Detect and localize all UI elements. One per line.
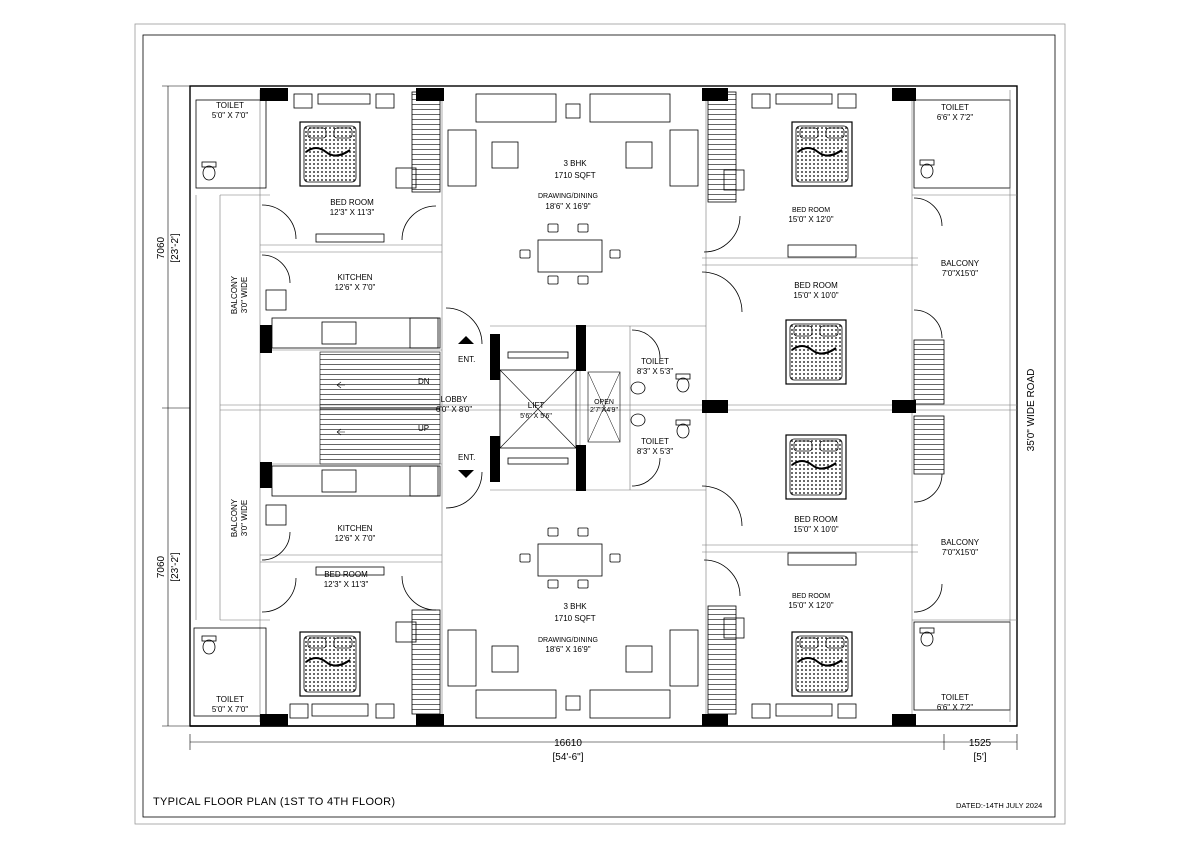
lift-size: 5'6" X 5'6"	[520, 413, 552, 420]
toilet-fixtures	[193, 99, 1011, 717]
toilet-tl-name: TOILET	[216, 101, 244, 110]
entry-arrow-top-icon	[458, 336, 474, 344]
living-furniture	[447, 93, 699, 719]
road-label: 35'0" WIDE ROAD	[1026, 369, 1037, 452]
flat-t-area: 1710 SQFT	[554, 171, 595, 180]
sheet-border-inner	[142, 34, 1056, 818]
label-text: BALCONY	[230, 498, 239, 537]
kitchen-b-name: KITCHEN	[337, 524, 372, 533]
bottom-dim-side: 1525	[969, 738, 992, 749]
balcony-left-top-label: BALCONY 3'0" WIDE	[230, 275, 249, 314]
label-text: 3'0" WIDE	[240, 500, 249, 536]
bed-bl-size: 12'3" X 11'3"	[324, 580, 369, 589]
left-dim-top: 7060 [23'-2']	[156, 233, 181, 263]
kitchen-t-size: 12'6" X 7'0"	[335, 283, 376, 292]
dimension-lines	[162, 85, 1018, 750]
stair-up-label: UP	[418, 424, 429, 433]
lift-name: LIFT	[528, 401, 545, 410]
door-swings	[261, 197, 943, 613]
toilet-bl-name: TOILET	[216, 695, 244, 704]
toilet-bl-size: 5'0" X 7'0"	[212, 705, 248, 714]
entry-label-top: ENT.	[458, 355, 475, 364]
left-dim-bottom: 7060 [23'-2']	[156, 552, 181, 582]
toilet-c-t-size: 8'3" X 5'3"	[637, 367, 673, 376]
kitchen-counters	[265, 289, 441, 526]
label-text: 35'0" WIDE ROAD	[1026, 369, 1037, 452]
entry-arrow-bottom-icon	[458, 470, 474, 478]
balcony-r-b-name: BALCONY	[941, 538, 980, 547]
open-name: OPEN	[594, 399, 614, 406]
label-text: BALCONY	[230, 275, 239, 314]
bottom-dim-main: 16610	[554, 738, 582, 749]
bed-bl-name: BED ROOM	[324, 570, 368, 579]
open-size: 2'7"X4'9"	[590, 407, 618, 414]
entry-label-bottom: ENT.	[458, 453, 475, 462]
lobby-size: 6'0" X 8'0"	[436, 405, 472, 414]
bed-mr-b-name: BED ROOM	[794, 515, 838, 524]
balcony-r-t-name: BALCONY	[941, 259, 980, 268]
flat-b-name: 3 BHK	[563, 602, 587, 611]
label-text: [23'-2']	[170, 233, 181, 263]
kitchen-b-size: 12'6" X 7'0"	[335, 534, 376, 543]
bed-mr-b-size: 15'0" X 10'0"	[793, 525, 838, 534]
label-text: 3'0" WIDE	[240, 277, 249, 313]
stair-dn-label: DN	[418, 377, 430, 386]
lobby-name: LOBBY	[441, 395, 468, 404]
bed-tl-size: 12'3" X 11'3"	[330, 208, 375, 217]
dining-tables	[519, 223, 621, 589]
sheet-border-outer	[134, 23, 1066, 825]
bed-br-name: BED ROOM	[792, 593, 830, 600]
toilet-br-size: 6'6" X 7'2"	[937, 703, 973, 712]
bottom-dim-main-ft: [54'-6"]	[552, 752, 583, 763]
bed-tr-name: BED ROOM	[792, 207, 830, 214]
drawing-b-name: DRAWING/DINING	[538, 637, 598, 644]
bed-tr-size: 15'0" X 12'0"	[788, 215, 833, 224]
toilet-c-b-name: TOILET	[641, 437, 669, 446]
bed-mr-t-name: BED ROOM	[794, 281, 838, 290]
room-labels: TOILET 5'0" X 7'0" BED ROOM 12'3" X 11'3…	[212, 101, 980, 714]
label-text: 7060	[156, 555, 167, 578]
bed-tl-name: BED ROOM	[330, 198, 374, 207]
flat-t-name: 3 BHK	[563, 159, 587, 168]
label-text: [23'-2']	[170, 552, 181, 582]
drawing-t-name: DRAWING/DINING	[538, 193, 598, 200]
structural-columns	[260, 88, 916, 726]
bottom-dim-side-ft: [5']	[973, 752, 986, 763]
bed-br-size: 15'0" X 12'0"	[788, 601, 833, 610]
balcony-r-b-size: 7'0"X15'0"	[942, 548, 978, 557]
toilet-br-name: TOILET	[941, 693, 969, 702]
label-text: 7060	[156, 236, 167, 259]
sheet-date: DATED:-14TH JULY 2024	[956, 801, 1043, 810]
kitchen-t-name: KITCHEN	[337, 273, 372, 282]
balcony-left-bottom-label: BALCONY 3'0" WIDE	[230, 498, 249, 537]
toilet-c-b-size: 8'3" X 5'3"	[637, 447, 673, 456]
bed-mr-t-size: 15'0" X 10'0"	[793, 291, 838, 300]
drawing-b-size: 18'6" X 16'9"	[545, 645, 590, 654]
toilet-c-t-name: TOILET	[641, 357, 669, 366]
drawing-t-size: 18'6" X 16'9"	[545, 202, 590, 211]
flat-b-area: 1710 SQFT	[554, 614, 595, 623]
toilet-tr-size: 6'6" X 7'2"	[937, 113, 973, 122]
toilet-tr-name: TOILET	[941, 103, 969, 112]
balcony-r-t-size: 7'0"X15'0"	[942, 269, 978, 278]
sheet-title: TYPICAL FLOOR PLAN (1ST TO 4TH FLOOR)	[153, 796, 396, 808]
lift-shaft	[499, 369, 577, 449]
toilet-tl-size: 5'0" X 7'0"	[212, 111, 248, 120]
